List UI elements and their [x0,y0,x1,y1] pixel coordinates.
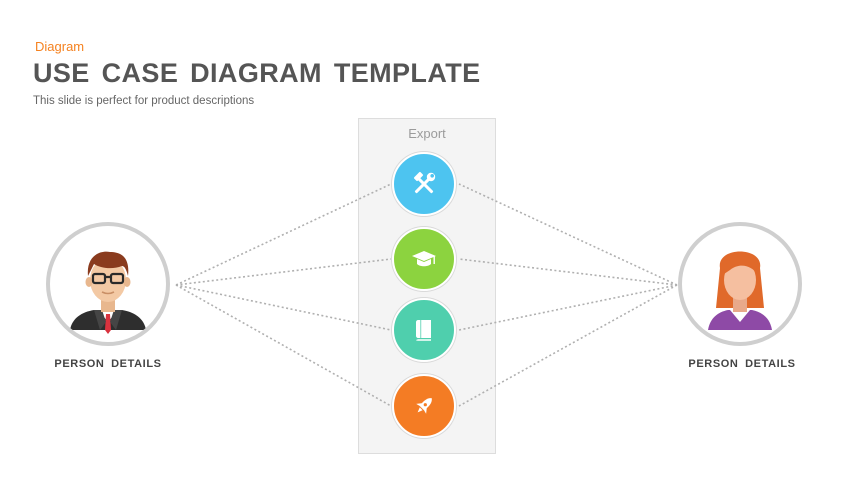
connector-right-3 [458,284,678,331]
slide-subtitle: This slide is perfect for product descri… [33,95,255,107]
actor-right[interactable] [678,222,802,346]
slide-title: USE CASE DIAGRAM TEMPLATE [33,58,481,88]
book-icon [414,318,434,342]
graduation-cap-icon [411,248,437,270]
rocket-icon [412,394,436,418]
actor-left[interactable] [46,222,170,346]
connector-right-2 [458,258,678,286]
tools-icon [411,171,437,197]
use-case-book[interactable] [392,298,456,362]
connector-right-4 [458,284,678,407]
connector-right-1 [458,183,678,286]
use-case-education[interactable] [392,227,456,291]
male-avatar-icon [70,251,146,334]
connector-left-3 [175,284,392,331]
actor-left-label: PERSON DETAILS [54,358,162,370]
slide-tag: Diagram [35,39,85,54]
actor-right-label: PERSON DETAILS [688,358,796,370]
connector-left-1 [175,183,392,286]
system-label: Export [408,126,446,141]
use-case-tools[interactable] [392,152,456,216]
female-avatar-icon [708,251,772,330]
connector-left-2 [175,258,392,286]
use-case-launch[interactable] [392,374,456,438]
connector-left-4 [175,284,392,407]
